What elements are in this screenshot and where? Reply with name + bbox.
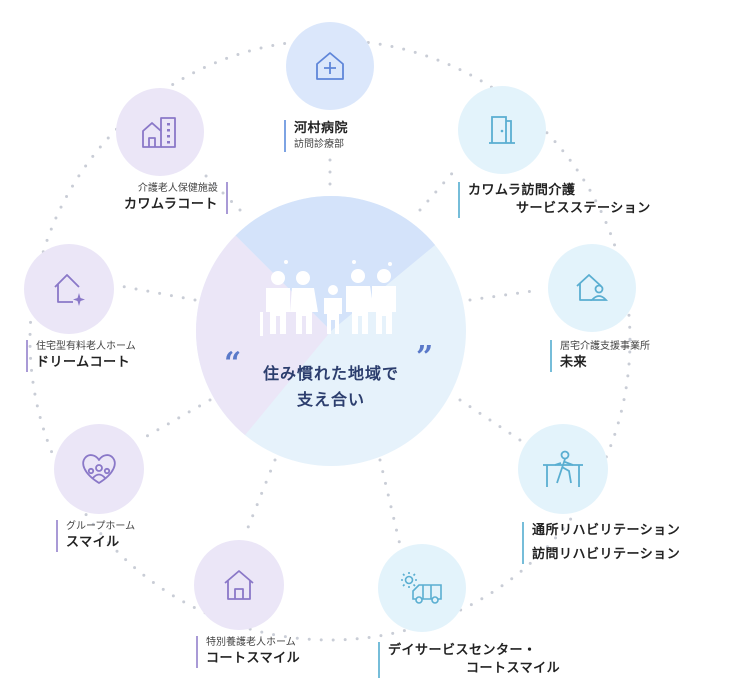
node-subtitle: 訪問診療部 <box>294 139 344 150</box>
special-nursing-home-node[interactable] <box>194 540 284 630</box>
spoke-lower-right <box>458 398 522 442</box>
day-service-label: デイサービスセンター・ コートスマイル <box>378 642 560 678</box>
paid-nursing-home-node[interactable] <box>24 244 114 334</box>
medical-plus-icon <box>316 52 344 80</box>
node-subtitle: グループホーム <box>66 521 136 532</box>
node-title: カワムラ訪問介護 <box>468 183 576 198</box>
spoke-bottom-left <box>243 458 277 537</box>
rehab-bars-icon <box>543 450 583 487</box>
health-facility-node[interactable] <box>116 88 204 176</box>
node-title: 河村病院 <box>294 121 349 136</box>
node-title: コートスマイル <box>206 651 301 666</box>
rehabilitation-label: 通所リハビリテーション 訪問リハビリテーション <box>522 522 680 564</box>
spoke-top-left <box>198 168 242 212</box>
paid-nursing-home-label: 住宅型有料老人ホーム ドリームコート <box>26 340 136 372</box>
care-support-office-node[interactable] <box>548 244 636 332</box>
node-title: 未来 <box>560 355 588 370</box>
spoke-bottom-right <box>378 458 402 547</box>
spoke-left <box>113 283 197 302</box>
house-sparkle-icon <box>54 274 85 306</box>
kawamura-hospital-label: 河村病院 訪問診療部 <box>284 120 348 152</box>
care-support-office-label: 居宅介護支援事業所 未来 <box>550 340 650 372</box>
spoke-right <box>468 288 542 302</box>
close-quote-mark: ” <box>416 340 434 375</box>
home-care-station-label: カワムラ訪問介護 サービスステーション <box>458 182 651 218</box>
node-title: ドリームコート <box>36 355 131 370</box>
node-title: カワムラコート <box>124 197 218 212</box>
group-home-node[interactable] <box>54 424 144 514</box>
node-title: 通所リハビリテーション <box>532 523 681 538</box>
spoke-lower-left <box>138 398 212 442</box>
house-person-icon <box>576 274 608 301</box>
center-line2: 支え合い <box>296 390 365 409</box>
home-care-station-node[interactable] <box>458 86 546 174</box>
family-icon <box>260 260 396 336</box>
door-icon <box>489 116 515 144</box>
node-subtitle: 特別養護老人ホーム <box>206 637 296 648</box>
center-circle <box>196 196 466 466</box>
node-subtitle: 介護老人保健施設 <box>137 183 218 194</box>
day-service-node[interactable] <box>378 544 466 632</box>
van-sun-icon <box>401 572 442 604</box>
node-title-2: コートスマイル <box>466 661 561 676</box>
center-line1: 住み慣れた地域で <box>262 364 399 383</box>
group-home-label: グループホーム スマイル <box>56 520 135 552</box>
buildings-icon <box>142 117 176 148</box>
open-quote-mark: “ <box>224 346 242 381</box>
health-facility-label: 介護老人保健施設 カワムラコート <box>124 182 228 214</box>
node-subtitle: 住宅型有料老人ホーム <box>36 341 136 352</box>
kawamura-hospital-node[interactable] <box>286 22 374 110</box>
heart-people-icon <box>82 454 116 484</box>
node-title: スマイル <box>66 535 120 550</box>
node-title-2: 訪問リハビリテーション <box>532 547 681 562</box>
node-title: デイサービスセンター・ <box>388 643 537 658</box>
outer-ring-dots <box>28 38 632 642</box>
special-nursing-home-label: 特別養護老人ホーム コートスマイル <box>196 636 300 668</box>
rehabilitation-node[interactable] <box>518 424 608 514</box>
node-subtitle: 居宅介護支援事業所 <box>560 341 650 352</box>
home-icon <box>224 570 254 600</box>
node-title-2: サービスステーション <box>516 201 651 216</box>
